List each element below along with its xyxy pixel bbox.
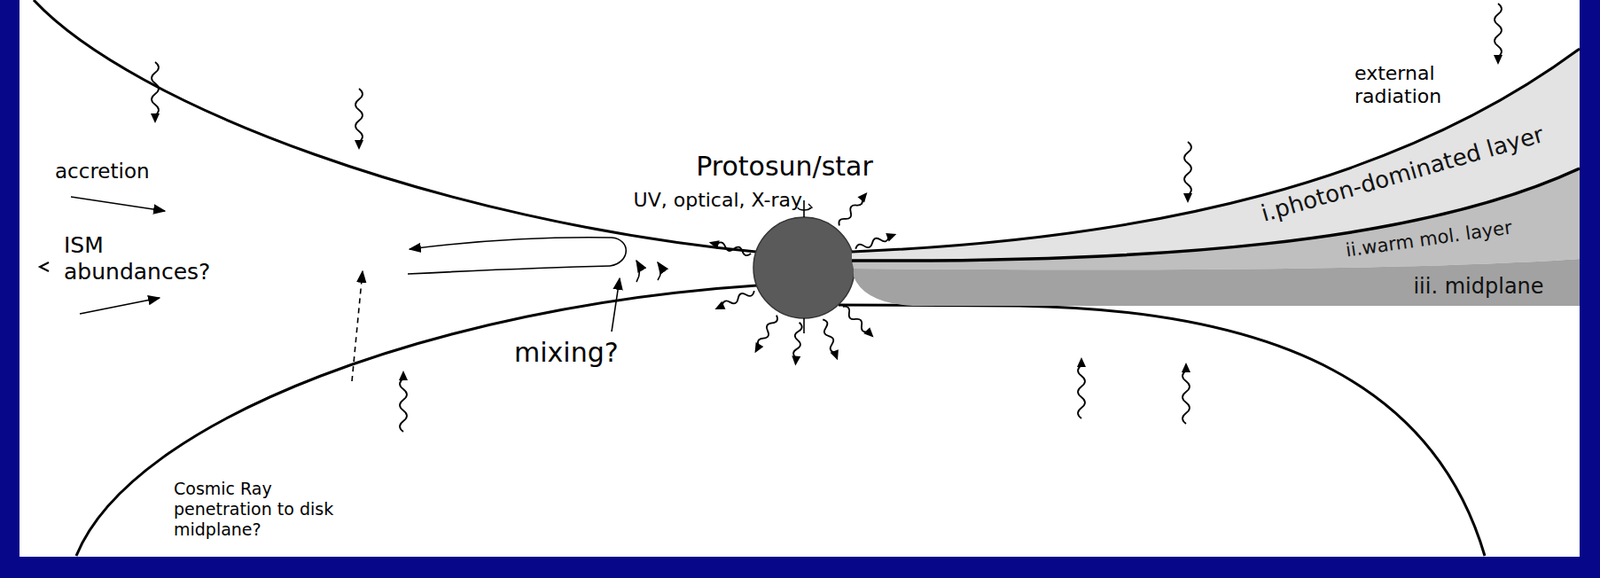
accretion-label: accretion xyxy=(54,159,150,185)
midplane-band: iii. midplane xyxy=(849,252,1580,311)
abundance-label: ISM abundances? xyxy=(63,232,224,286)
warm-layer-band: ii.warm mol. layer xyxy=(849,155,1580,275)
mixing-label: mixing? xyxy=(514,336,619,369)
layer-name: iii. midplane xyxy=(1412,275,1544,297)
mixing-arrows xyxy=(407,237,662,332)
band-fill xyxy=(851,168,1580,270)
cosmic-ray-label: Cosmic Ray penetration to disk midplane? xyxy=(173,478,343,539)
radiation-label: UV, optical, X-ray xyxy=(633,188,803,212)
star-label: Protosun/star xyxy=(695,150,874,183)
external-label: external radiation xyxy=(1354,62,1479,110)
cosmic-ray-arrow xyxy=(351,271,363,382)
disk-surface xyxy=(838,304,1485,556)
band-shape xyxy=(849,155,1580,275)
band-fill xyxy=(851,48,1580,261)
disk-surface xyxy=(33,0,757,252)
disk-surface xyxy=(76,285,758,556)
band-boundary xyxy=(851,168,1580,261)
band-fill xyxy=(853,258,1580,306)
